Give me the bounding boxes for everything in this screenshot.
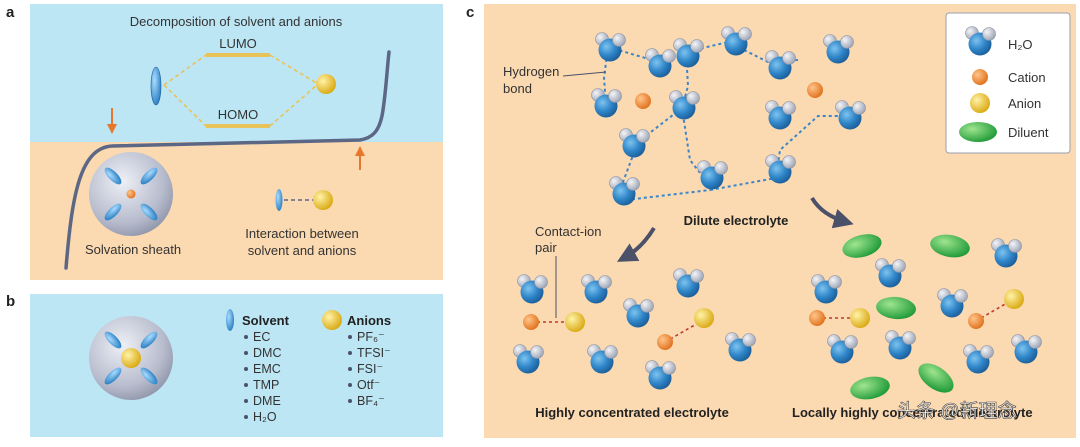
anion-icon	[694, 308, 714, 328]
panel-c: c Hydrogen bond	[466, 4, 1076, 438]
legend-water-label: H₂O	[1008, 37, 1033, 52]
solvent-item: H₂O	[253, 410, 277, 424]
panel-a-sky	[30, 4, 443, 142]
anion-orbital-lines	[269, 54, 319, 127]
diluent-icon	[918, 363, 954, 393]
hce-label: Highly concentrated electrolyte	[535, 405, 729, 420]
lhce-label: Locally highly concentrated electrolyte	[792, 405, 1033, 420]
anion-icon	[1004, 289, 1024, 309]
cation-icon	[657, 334, 673, 350]
anion-icon	[565, 312, 585, 332]
panel-c-letter: c	[466, 4, 474, 21]
diluent-icon	[876, 296, 916, 320]
legend-cation-label: Cation	[1008, 70, 1046, 85]
anion-title: Anions	[347, 313, 391, 328]
cation-icon	[523, 314, 539, 330]
legend: H₂O Cation Anion Diluent	[945, 12, 1071, 154]
cation-icon	[809, 310, 825, 326]
orange-arrow-down	[107, 108, 117, 134]
diluent-icon	[930, 234, 970, 258]
legend-anion-label: Anion	[1008, 96, 1041, 111]
anion-item: BF₄⁻	[357, 394, 385, 408]
diluent-icon	[842, 234, 882, 258]
watermark: 头条 @新理念	[897, 399, 1017, 422]
cation-icon	[972, 69, 988, 85]
panel-b-letter: b	[6, 293, 15, 310]
anion-icon	[316, 74, 336, 94]
solvent-orbital-lines	[163, 54, 207, 127]
lhce-cluster	[809, 234, 1042, 400]
solvation-sheath-icon	[89, 152, 173, 236]
cation-icon	[635, 93, 651, 109]
interaction-label-line-2: solvent and anions	[248, 243, 357, 258]
solvent-title: Solvent	[242, 313, 290, 328]
cation-icon	[968, 313, 984, 329]
panel-a-title: Decomposition of solvent and anions	[130, 14, 343, 29]
solvent-item: TMP	[253, 378, 279, 392]
orange-arrow-up	[355, 146, 365, 170]
anion-item: Otf⁻	[357, 378, 380, 392]
solvent-anion-interaction-icon	[275, 189, 333, 211]
hce-cluster	[513, 268, 756, 390]
anion-legend-icon	[322, 310, 342, 330]
hydrogen-bond-label-2: bond	[503, 81, 532, 96]
homo-label: HOMO	[218, 107, 258, 122]
solvent-legend-icon	[226, 309, 234, 331]
solvent-item: DME	[253, 394, 281, 408]
contact-ion-label-1: Contact-ion	[535, 224, 601, 239]
cation-icon	[807, 82, 823, 98]
lumo-label: LUMO	[219, 36, 257, 51]
panel-a-sand	[30, 142, 443, 280]
hydrogen-bond-pointer	[562, 71, 607, 77]
anion-icon	[850, 308, 870, 328]
solvent-item: EC	[253, 330, 270, 344]
panel-b: b Solvent EC DMC EMC TMP DME H₂O Anions …	[6, 293, 443, 437]
solvent-list: EC DMC EMC TMP DME H₂O	[244, 330, 281, 424]
electrochemical-window-curve	[64, 50, 391, 270]
diluent-icon	[850, 376, 890, 400]
solvent-item: DMC	[253, 346, 281, 360]
anion-item: PF₆⁻	[357, 330, 385, 344]
anion-list: PF₆⁻ TFSI⁻ FSI⁻ Otf⁻ BF₄⁻	[348, 330, 391, 408]
arrow-to-hce	[617, 226, 656, 262]
contact-ion-label-2: pair	[535, 240, 557, 255]
panel-a: a Decomposition of solvent and anions LU…	[6, 4, 443, 280]
solvation-sheath-label: Solvation sheath	[85, 242, 181, 257]
solvent-item: EMC	[253, 362, 281, 376]
anion-item: TFSI⁻	[357, 346, 391, 360]
legend-diluent-label: Diluent	[1008, 125, 1049, 140]
anion-icon	[970, 93, 990, 113]
anion-item: FSI⁻	[357, 362, 383, 376]
diluent-icon	[959, 122, 997, 142]
arrow-to-lhce	[810, 196, 854, 229]
solvation-sheath-anion-icon	[89, 316, 173, 400]
dilute-electrolyte-label: Dilute electrolyte	[684, 213, 789, 228]
interaction-label-line-1: Interaction between	[245, 226, 358, 241]
panel-a-letter: a	[6, 4, 15, 21]
solvent-icon	[150, 66, 162, 106]
hydrogen-bond-label-1: Hydrogen	[503, 64, 559, 79]
